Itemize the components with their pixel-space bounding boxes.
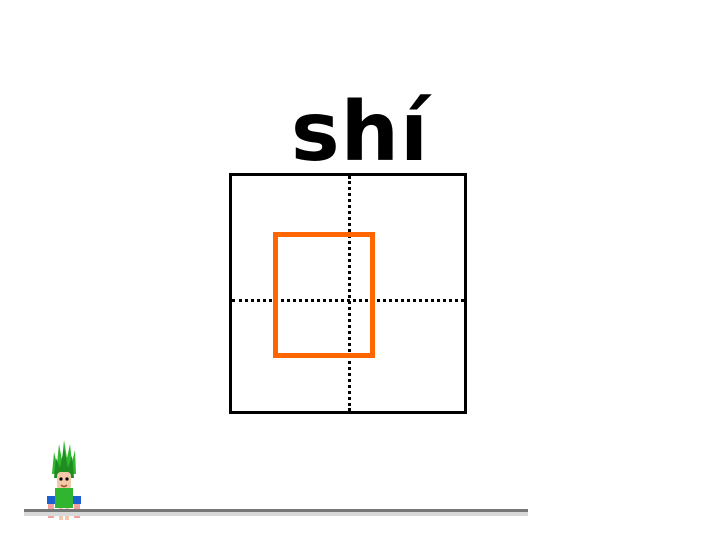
horizontal-guide-line <box>232 299 464 302</box>
character-outline <box>273 232 375 358</box>
vertical-guide-line <box>348 176 351 411</box>
ground-shadow <box>24 512 528 516</box>
tian-zi-ge-grid <box>229 173 467 414</box>
pinyin-label: shí <box>290 85 430 180</box>
ground-line <box>24 509 528 512</box>
